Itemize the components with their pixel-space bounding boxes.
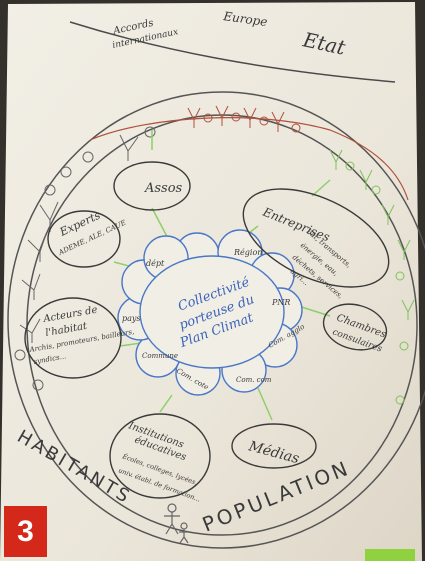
petal-pnr: PNR	[271, 298, 290, 307]
entreprises-bubble	[242, 188, 390, 288]
figures-left	[14, 126, 156, 391]
center-flower	[117, 229, 303, 396]
figures-top-red	[187, 105, 301, 133]
outer-ring	[7, 91, 425, 549]
top-arc	[69, 21, 396, 83]
petal-dept: dépt	[146, 259, 165, 268]
figures-right-green	[329, 149, 415, 405]
petal-commune: Commune	[142, 352, 178, 360]
habitat-bubble	[24, 297, 122, 379]
assos-label: Assos	[144, 181, 183, 196]
institutions-bubble	[109, 413, 211, 499]
petal-pays: pays	[122, 314, 141, 323]
chambres-bubble	[322, 303, 388, 351]
petal-com-com: Com. com	[236, 376, 272, 384]
experts-bubble	[47, 210, 121, 268]
europe-label: Europe	[222, 9, 269, 29]
center-core	[139, 255, 285, 369]
actor-bubbles	[24, 161, 390, 499]
assos-bubble	[113, 161, 191, 211]
figure-number-badge: 3	[4, 506, 47, 557]
petal-region: Région	[233, 248, 262, 257]
medias-bubble	[231, 423, 317, 469]
green-tab	[365, 549, 415, 561]
stick-figures-bottom	[164, 503, 189, 544]
red-arc	[89, 117, 409, 201]
